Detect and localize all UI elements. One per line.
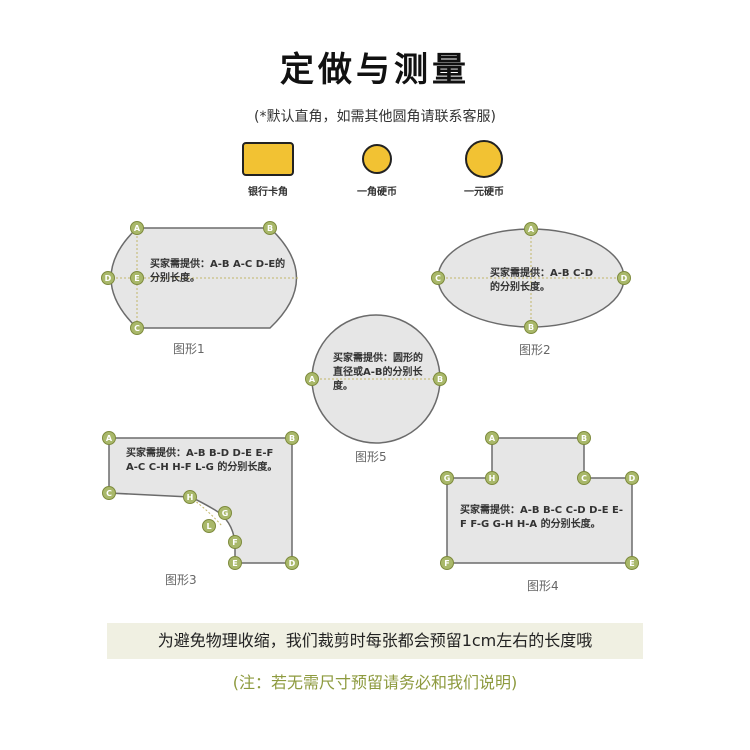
svg-text:C: C	[134, 324, 140, 333]
svg-text:A: A	[134, 224, 141, 233]
svg-text:G: G	[444, 474, 451, 483]
vertex-marker-b: B	[263, 221, 277, 235]
vertex-marker-b: B	[285, 431, 299, 445]
vertex-marker-f: F	[228, 535, 242, 549]
svg-text:B: B	[267, 224, 273, 233]
vertex-marker-d: D	[285, 556, 299, 570]
vertex-marker-c: C	[102, 486, 116, 500]
svg-text:D: D	[105, 274, 112, 283]
vertex-marker-d: D	[101, 271, 115, 285]
svg-text:B: B	[437, 375, 443, 384]
shape-3-label: 图形3	[165, 573, 197, 587]
svg-text:B: B	[289, 434, 295, 443]
svg-text:L: L	[206, 522, 211, 531]
vertex-marker-h: H	[485, 471, 499, 485]
shape-5-description: 买家需提供：圆形的直径或A-B的分别长度。	[333, 353, 423, 392]
svg-text:C: C	[435, 274, 441, 283]
shape-5-label: 图形5	[355, 450, 387, 464]
svg-text:E: E	[629, 559, 634, 568]
bank-card-corner-caption: 银行卡角	[248, 187, 288, 198]
svg-text:H: H	[187, 493, 194, 502]
shape-2-description: 买家需提供：A-B C-D的分别长度。	[490, 268, 594, 293]
svg-text:C: C	[106, 489, 112, 498]
svg-text:E: E	[134, 274, 139, 283]
vertex-marker-c: C	[130, 321, 144, 335]
svg-text:A: A	[528, 225, 535, 234]
svg-text:H: H	[489, 474, 496, 483]
svg-text:A: A	[489, 434, 496, 443]
shape-3-description: 买家需提供：A-B B-D D-E E-F A-C C-H H-F L-G 的分…	[126, 448, 278, 473]
dime-coin-icon	[362, 144, 392, 174]
yuan-coin-caption: 一元硬币	[464, 187, 504, 198]
vertex-marker-g: G	[440, 471, 454, 485]
shape-2-label: 图形2	[519, 343, 551, 357]
vertex-marker-b: B	[577, 431, 591, 445]
vertex-marker-b: B	[433, 372, 447, 386]
vertex-marker-a: A	[102, 431, 116, 445]
svg-text:D: D	[621, 274, 628, 283]
vertex-marker-e: E	[228, 556, 242, 570]
vertex-marker-e: E	[130, 271, 144, 285]
shrink-notice-banner: 为避免物理收缩，我们裁剪时每张都会预留1cm左右的长度哦	[107, 623, 643, 659]
page-title: 定做与测量	[280, 50, 470, 90]
svg-text:C: C	[581, 474, 587, 483]
shape-1-description: 买家需提供：A-B A-C D-E的分别长度。	[150, 259, 286, 284]
vertex-marker-d: D	[617, 271, 631, 285]
bank-card-corner-icon	[242, 142, 294, 176]
shape-4-diagram	[446, 437, 633, 564]
svg-text:D: D	[289, 559, 296, 568]
vertex-marker-l: L	[202, 519, 216, 533]
svg-text:B: B	[581, 434, 587, 443]
vertex-marker-a: A	[485, 431, 499, 445]
svg-text:A: A	[106, 434, 113, 443]
vertex-marker-f: F	[440, 556, 454, 570]
svg-text:A: A	[309, 375, 316, 384]
svg-text:B: B	[528, 323, 534, 332]
vertex-marker-c: C	[431, 271, 445, 285]
vertex-marker-g: G	[218, 506, 232, 520]
footer-note: (注：若无需尺寸预留请务必和我们说明)	[232, 673, 518, 692]
svg-text:F: F	[444, 559, 449, 568]
vertex-marker-a: A	[524, 222, 538, 236]
corner-note: (*默认直角，如需其他圆角请联系客服)	[254, 109, 496, 125]
vertex-marker-c: C	[577, 471, 591, 485]
svg-text:G: G	[222, 509, 229, 518]
vertex-marker-a: A	[130, 221, 144, 235]
vertex-marker-a: A	[305, 372, 319, 386]
dime-coin-caption: 一角硬币	[357, 187, 397, 198]
svg-text:F: F	[232, 538, 237, 547]
svg-text:E: E	[232, 559, 237, 568]
yuan-coin-icon	[465, 140, 503, 178]
vertex-marker-h: H	[183, 490, 197, 504]
shape-4-description: 买家需提供：A-B B-C C-D D-E E-F F-G G-H H-A 的分…	[460, 505, 624, 530]
vertex-marker-e: E	[625, 556, 639, 570]
vertex-marker-d: D	[625, 471, 639, 485]
vertex-marker-b: B	[524, 320, 538, 334]
svg-text:D: D	[629, 474, 636, 483]
shape-4-label: 图形4	[527, 579, 559, 593]
shape-1-label: 图形1	[173, 342, 205, 356]
shape-1-diagram	[108, 227, 300, 329]
